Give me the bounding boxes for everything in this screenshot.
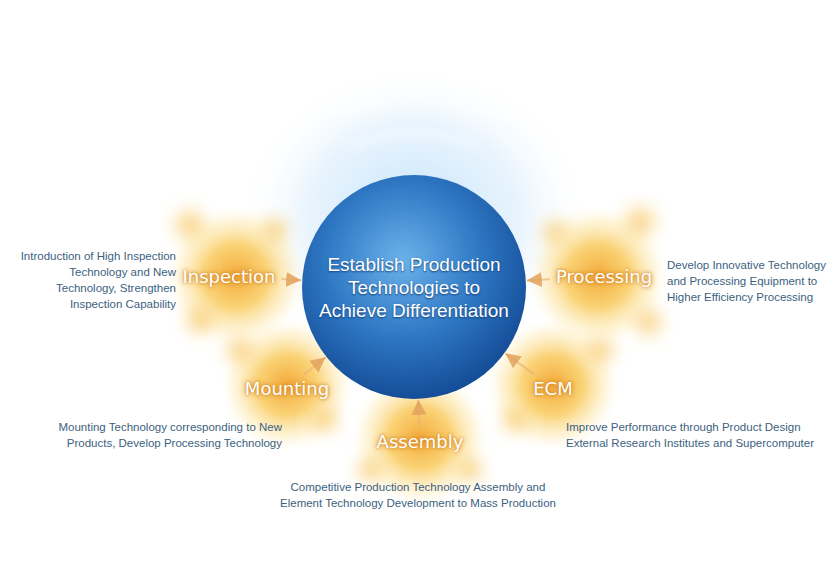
glow-bubble xyxy=(307,402,343,438)
glow-bubble xyxy=(628,302,668,342)
glow-bubble xyxy=(618,200,662,244)
process-name: Processing xyxy=(552,264,656,289)
process-glow: MountingMounting Technology correspondin… xyxy=(241,376,333,401)
process-glow: ProcessingDevelop Innovative Technology … xyxy=(552,264,656,289)
description-text: Competitive Production Technology Assemb… xyxy=(268,479,568,511)
arrow-connector xyxy=(281,279,301,280)
process-name: Inspection xyxy=(179,264,280,289)
glow-bubble xyxy=(580,330,620,370)
glow-bubble xyxy=(497,402,533,438)
arrow-connector xyxy=(505,353,534,374)
glow-bubble xyxy=(180,300,220,340)
description-text: Improve Performance through Product Desi… xyxy=(566,419,816,451)
main-goal: Establish Production Technologies to Ach… xyxy=(314,253,514,322)
arrow-connector xyxy=(304,357,325,374)
process-name: ECM xyxy=(529,376,576,401)
description-text: Introduction of High Inspection Technolo… xyxy=(6,248,176,312)
process-glow: ECMImprove Performance through Product D… xyxy=(529,376,576,401)
glow-bubble xyxy=(537,214,573,250)
process-glow: InspectionIntroduction of High Inspectio… xyxy=(179,264,280,289)
glow-bubble xyxy=(220,330,260,370)
arrow-connector xyxy=(527,279,550,280)
glow-bubble xyxy=(257,212,293,248)
process-name: Assembly xyxy=(373,429,468,454)
glow-bubble xyxy=(168,203,212,247)
process-name: Mounting xyxy=(241,376,333,401)
center-circle: Establish Production Technologies to Ach… xyxy=(301,174,527,400)
description-text: Mounting Technology corresponding to New… xyxy=(52,419,282,451)
arrow-connector xyxy=(418,400,419,427)
process-glow: AssemblyCompetitive Production Technolog… xyxy=(373,429,468,454)
description-text: Develop Innovative Technology and Proces… xyxy=(667,257,835,305)
